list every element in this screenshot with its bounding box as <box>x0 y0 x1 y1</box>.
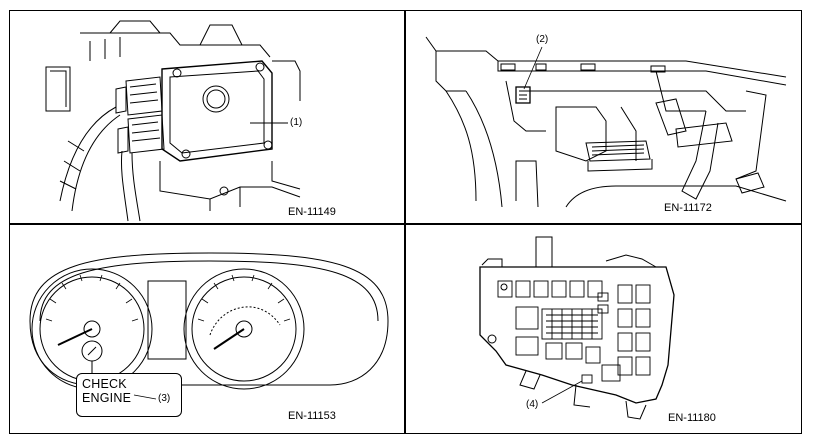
panel-meter: CHECK ENGINE (3) EN-11153 <box>9 224 405 434</box>
dlc-illustration <box>425 36 787 208</box>
figure-code: EN-11149 <box>288 206 336 218</box>
callout-1: (1) <box>290 117 303 128</box>
relay-box-illustration <box>479 236 675 420</box>
panel-ecm: (1) EN-11149 <box>9 10 405 224</box>
engine-label: ENGINE <box>82 391 132 405</box>
ecm-illustration <box>45 20 301 222</box>
callout-3: (3) <box>158 393 171 404</box>
panel-relay-box: (4) EN-11180 <box>405 224 802 434</box>
callout-4: (4) <box>526 399 539 410</box>
figure-code: EN-11172 <box>664 202 712 214</box>
figure-code: EN-11153 <box>288 410 336 422</box>
leader-line-2 <box>523 46 543 90</box>
check-engine-callout-box <box>76 373 182 417</box>
leader-line-3 <box>133 394 157 400</box>
panel-dlc: (2) EN-11172 <box>405 10 802 224</box>
check-label: CHECK <box>82 377 127 391</box>
leader-line-4 <box>541 380 583 404</box>
check-engine-label: CHECK ENGINE <box>82 377 131 405</box>
figure-code: EN-11180 <box>668 412 716 424</box>
callout-2: (2) <box>536 34 549 45</box>
